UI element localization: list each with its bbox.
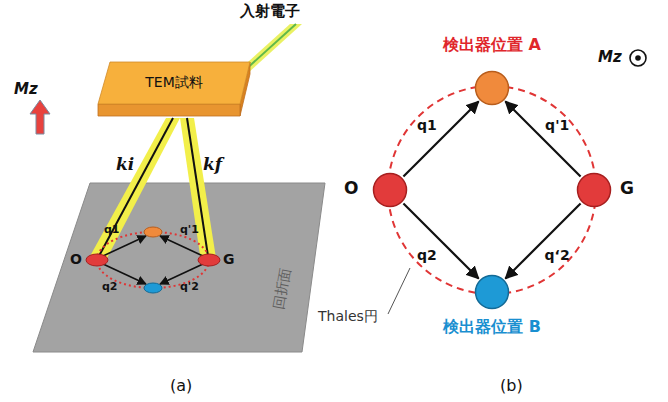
wavevector-label: ki bbox=[116, 154, 134, 174]
slab-front bbox=[98, 104, 240, 116]
slab-top bbox=[98, 62, 250, 104]
q-vector bbox=[103, 264, 146, 284]
panel-label: (b) bbox=[500, 376, 523, 395]
spot-g bbox=[198, 254, 220, 266]
beam-spot: O bbox=[372, 172, 408, 208]
node-label: 検出器位置 A bbox=[443, 36, 541, 54]
vector-arrow bbox=[403, 101, 478, 176]
vector-label: q2 bbox=[102, 280, 118, 293]
beam-label: 入射電子 bbox=[240, 2, 300, 21]
out-of-plane-dot bbox=[635, 55, 641, 61]
node-label: 検出器位置 B bbox=[443, 318, 541, 336]
vector-arrow bbox=[505, 203, 580, 278]
thales-circle bbox=[388, 86, 596, 294]
incident-beam-axis bbox=[233, 24, 296, 81]
vector-label: q1 bbox=[417, 117, 437, 133]
vector-label: q'2 bbox=[180, 280, 199, 293]
kf-line bbox=[187, 118, 208, 256]
slab-side bbox=[240, 62, 250, 116]
mz-arrow bbox=[30, 100, 50, 134]
panel-label: (a) bbox=[170, 376, 192, 395]
node-label: O bbox=[344, 179, 358, 198]
q-vector bbox=[103, 236, 146, 256]
vector-label: q'1 bbox=[180, 223, 199, 236]
wavevector-label: kf bbox=[203, 154, 222, 174]
detector-circle bbox=[476, 72, 509, 105]
node-label: G bbox=[620, 179, 634, 198]
circle-shape bbox=[474, 274, 510, 310]
thales-ellipse bbox=[97, 232, 209, 288]
ki-line bbox=[99, 118, 173, 256]
circle-shape bbox=[474, 70, 510, 106]
spot-label: G bbox=[223, 251, 235, 267]
plane-label: 回折面 bbox=[270, 267, 295, 311]
leader-line bbox=[388, 268, 410, 314]
vector-arrow bbox=[403, 203, 478, 278]
circle-label: Thales円 bbox=[318, 308, 378, 326]
vector-label: q1 bbox=[104, 223, 120, 236]
beam-spot: G bbox=[576, 172, 612, 208]
vector-arrow bbox=[505, 101, 580, 176]
detector-position: 検出器位置 B bbox=[474, 274, 510, 310]
circle-shape bbox=[576, 172, 612, 208]
detector-circle bbox=[578, 174, 611, 207]
sample-label: TEM試料 bbox=[145, 74, 202, 92]
detector-circle bbox=[374, 174, 407, 207]
vector-label: q2 bbox=[417, 247, 437, 263]
detector-circle bbox=[476, 276, 509, 309]
q-vector bbox=[160, 264, 203, 284]
slab-shape bbox=[96, 60, 252, 120]
magnetization-label: Mz bbox=[14, 80, 38, 98]
spot-o bbox=[86, 254, 108, 266]
magnetization-label: Mz bbox=[598, 48, 622, 66]
circle-shape bbox=[372, 172, 408, 208]
detector-position: 検出器位置 A bbox=[474, 70, 510, 106]
kf-beam bbox=[180, 118, 216, 262]
q-vector bbox=[160, 236, 203, 256]
vector-label: q‘2 bbox=[545, 247, 570, 263]
out-of-plane-symbol bbox=[630, 50, 646, 66]
spot-label: O bbox=[70, 251, 82, 267]
diffraction-plane bbox=[33, 183, 325, 352]
vector-label: q'1 bbox=[545, 117, 569, 133]
ki-beam bbox=[89, 118, 180, 262]
sample-slab: TEM試料 bbox=[96, 60, 252, 120]
spot-b bbox=[144, 283, 162, 293]
spot-a bbox=[144, 227, 162, 237]
incident-beam bbox=[228, 24, 302, 82]
